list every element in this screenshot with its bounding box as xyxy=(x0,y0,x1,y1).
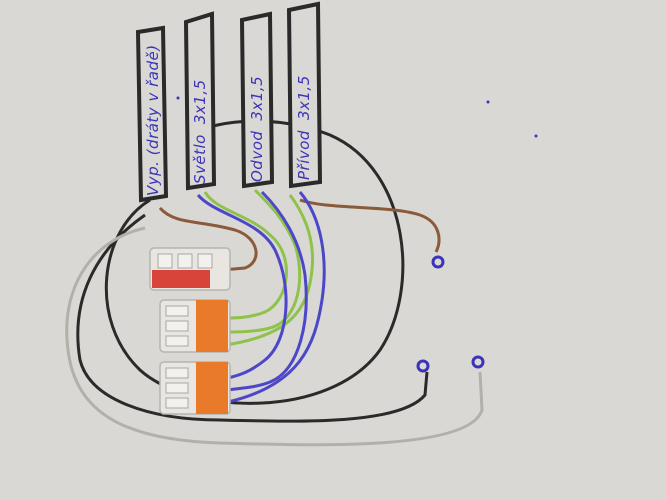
black-wire xyxy=(76,213,429,423)
cable-sheath-privod xyxy=(286,1,323,189)
ink-dot xyxy=(486,100,490,104)
cable-name: Přívod xyxy=(295,130,313,180)
terminal-ring-1 xyxy=(431,255,445,269)
cable-name: Světlo xyxy=(191,134,209,184)
cable-spec: 3x1,5 xyxy=(191,79,209,125)
blue-wire-1 xyxy=(196,193,288,380)
brown-wire-1 xyxy=(158,206,258,272)
green-wire-1 xyxy=(203,191,288,320)
cable-label-vyp: Vyp. (dráty v řadě) xyxy=(144,34,162,196)
ink-dot xyxy=(534,134,538,138)
cable-sheath-odvod xyxy=(239,11,275,189)
wago-connector-orange-2 xyxy=(159,361,231,415)
terminal-ring-3 xyxy=(471,355,485,369)
brown-wire-2 xyxy=(299,198,441,253)
cable-label-svetlo: Světlo 3x1,5 xyxy=(191,79,209,184)
green-wire-2 xyxy=(225,188,302,334)
wago-connector-red xyxy=(149,247,231,291)
cable-label-privod: Přívod 3x1,5 xyxy=(295,75,313,180)
ink-dot xyxy=(176,96,180,100)
cable-spec: 3x1,5 xyxy=(295,75,313,121)
cable-label-odvod: Odvod 3x1,5 xyxy=(248,76,266,182)
cable-sheath-vyp xyxy=(135,25,169,203)
blue-wire-3 xyxy=(227,191,326,404)
cable-name: Vyp. (dráty v řadě) xyxy=(144,44,162,196)
blue-wire-2 xyxy=(227,190,308,392)
gray-wire xyxy=(65,226,484,447)
cable-name: Odvod xyxy=(248,130,266,182)
wago-connector-orange-1 xyxy=(159,299,231,353)
cable-spec: 3x1,5 xyxy=(248,75,266,121)
cable-sheath-svetlo xyxy=(183,11,217,191)
green-wire-3 xyxy=(225,194,315,347)
terminal-ring-2 xyxy=(416,359,430,373)
